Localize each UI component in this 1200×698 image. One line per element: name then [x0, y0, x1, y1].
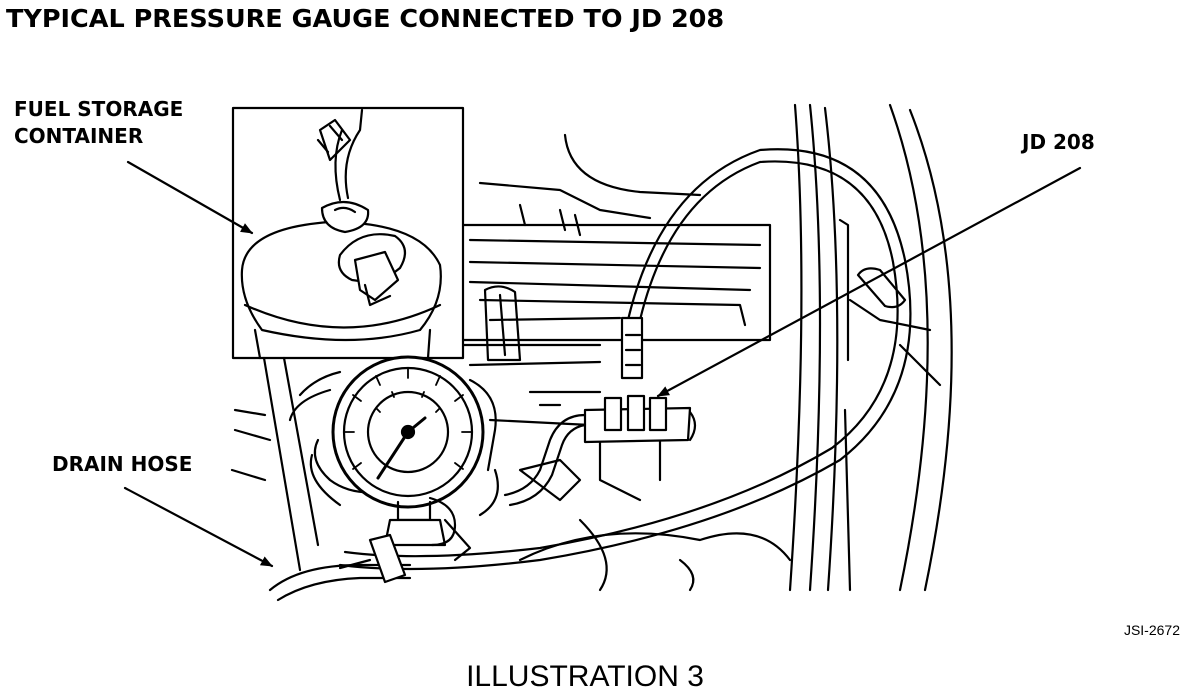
drain-hose-arrow	[125, 488, 272, 566]
jd208-fitting	[505, 318, 695, 505]
illustration-caption: ILLUSTRATION 3	[466, 660, 704, 693]
pressure-gauge	[333, 357, 483, 582]
fuel-storage-container-inset	[233, 108, 463, 358]
fuel-storage-label-line2: CONTAINER	[14, 124, 144, 148]
jd208-label: JD 208	[1022, 130, 1095, 154]
jd208-hose	[340, 149, 910, 569]
fuel-storage-container-label: FUEL STORAGE CONTAINER	[14, 96, 183, 150]
drain-hose-label: DRAIN HOSE	[52, 452, 193, 476]
fuel-storage-arrow	[128, 162, 252, 233]
fuel-storage-label-line1: FUEL STORAGE	[14, 97, 184, 121]
right-side-panel	[790, 105, 952, 590]
diagram-title: TYPICAL PRESSURE GAUGE CONNECTED TO JD 2…	[6, 4, 725, 33]
figure-code: JSI-2672	[1123, 622, 1180, 638]
hand	[290, 372, 498, 515]
drain-hose	[264, 358, 410, 600]
engine-background	[232, 135, 790, 590]
jd208-arrow	[658, 168, 1080, 396]
